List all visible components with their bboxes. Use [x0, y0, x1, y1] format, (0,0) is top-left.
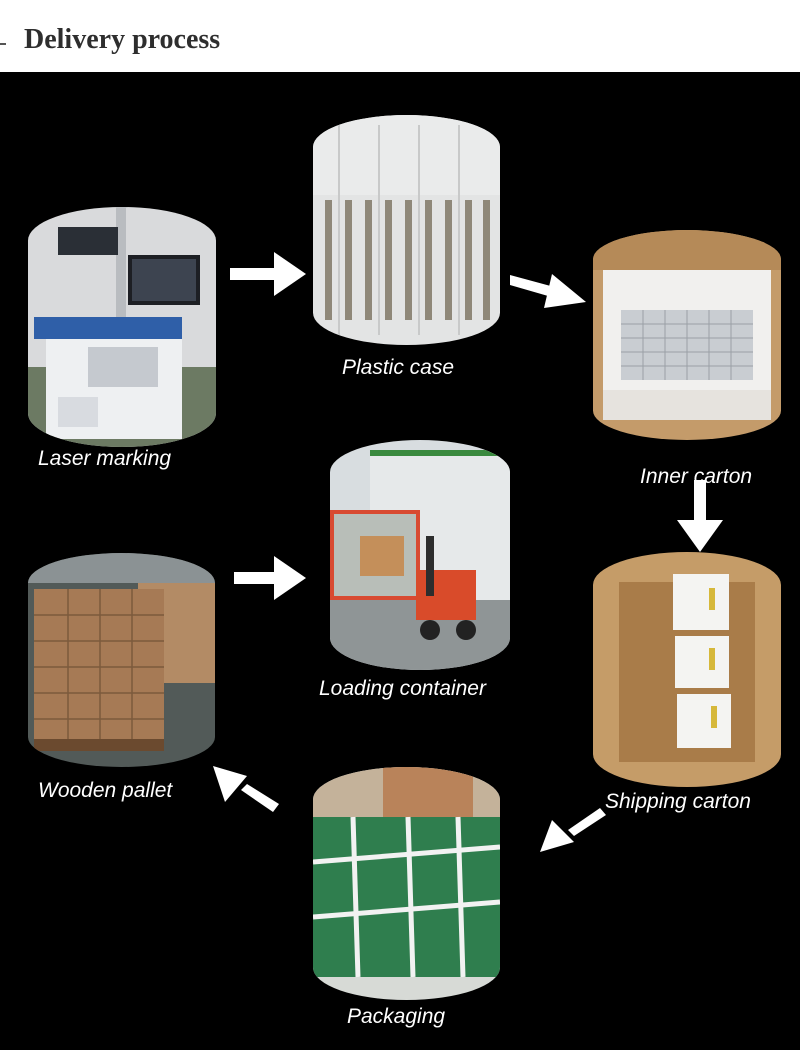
page-header: Delivery process: [0, 0, 800, 72]
arrow-right-icon: [230, 252, 306, 296]
arrow-down-right-icon: [510, 274, 586, 308]
label-plastic-case: Plastic case: [342, 356, 455, 379]
plastic-case-photo: [313, 115, 500, 345]
shipping-carton-photo: [593, 552, 781, 787]
packaging-photo: [313, 767, 500, 1000]
label-loading-container: Loading container: [319, 677, 486, 700]
wooden-pallet-photo: [28, 553, 215, 767]
laser-marking-photo: [28, 207, 216, 447]
label-inner-carton: Inner carton: [640, 465, 753, 488]
header-dash: [0, 43, 6, 45]
loading-container-photo: [330, 440, 510, 670]
arrow-down-icon: [677, 480, 723, 552]
arrow-down-left-icon: [540, 808, 606, 852]
inner-carton-photo: [593, 230, 781, 440]
page-title: Delivery process: [24, 24, 221, 55]
arrow-right-icon: [234, 556, 306, 600]
label-shipping-carton: Shipping carton: [605, 790, 751, 813]
label-laser-marking: Laser marking: [38, 447, 172, 470]
label-packaging: Packaging: [347, 1005, 446, 1028]
arrow-up-left-icon: [213, 766, 279, 812]
label-wooden-pallet: Wooden pallet: [38, 779, 173, 802]
